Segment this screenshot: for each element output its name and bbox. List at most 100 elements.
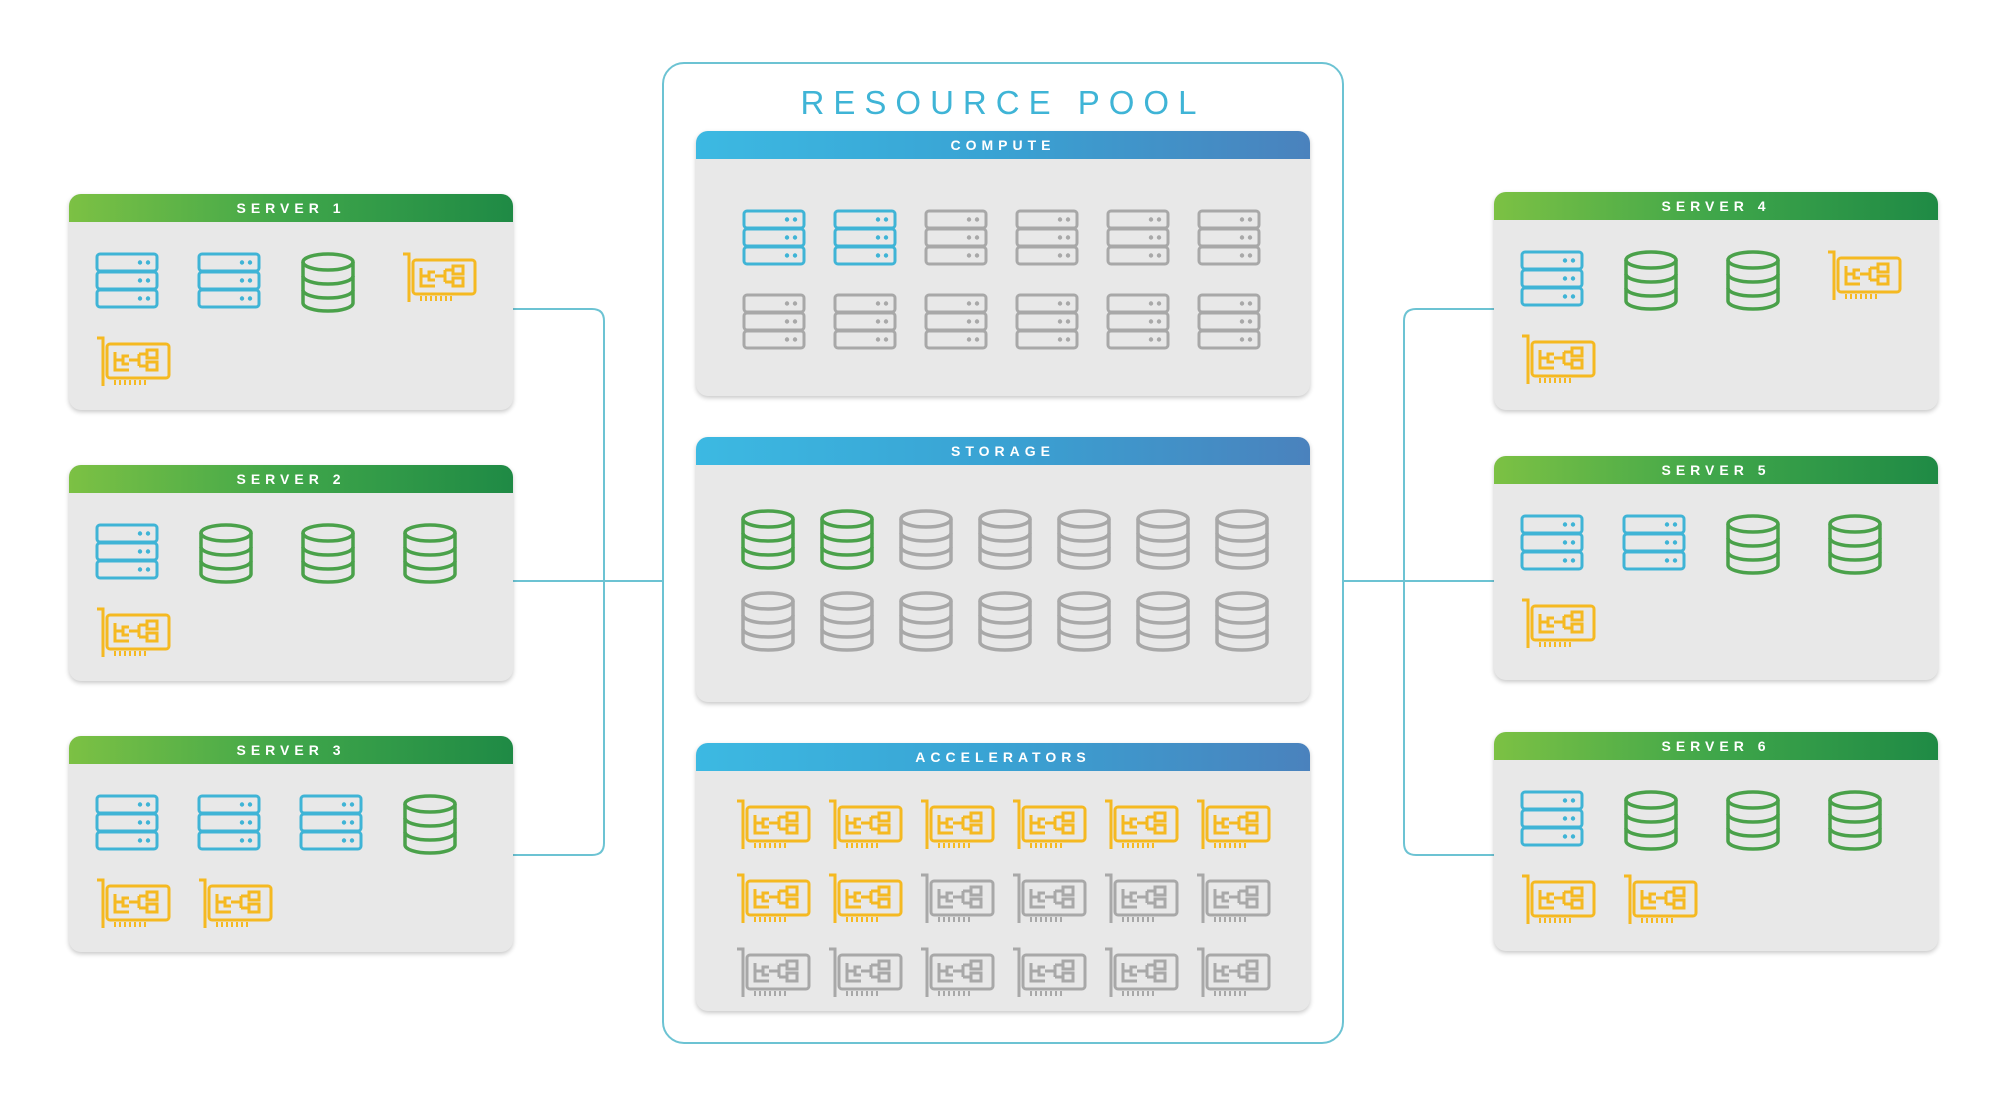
accelerator-card-icon [829, 873, 903, 923]
server-resources [1494, 220, 1938, 410]
server-rack-icon [1622, 514, 1686, 571]
server-resources [69, 493, 513, 681]
server-resources [69, 222, 513, 410]
database-icon [899, 509, 953, 570]
database-icon [820, 509, 874, 570]
compute-panel: COMPUTE [696, 131, 1310, 396]
server-rack-icon [1520, 250, 1584, 307]
server-title: SERVER 2 [69, 465, 513, 493]
server-rack-icon [833, 293, 897, 350]
database-icon [403, 794, 457, 855]
server-rack-icon [197, 252, 261, 309]
database-icon [1215, 509, 1269, 570]
server-title: SERVER 6 [1494, 732, 1938, 760]
accelerator-card-icon [1197, 799, 1271, 849]
accelerator-card-icon [1105, 799, 1179, 849]
server-rack-icon [1520, 790, 1584, 847]
accelerator-card-icon [97, 336, 171, 386]
database-icon [741, 509, 795, 570]
server-panel-5: SERVER 5 [1494, 456, 1938, 680]
server-rack-icon [1106, 209, 1170, 266]
database-icon [1726, 790, 1780, 851]
server-rack-icon [742, 293, 806, 350]
database-icon [820, 591, 874, 652]
server-panel-6: SERVER 6 [1494, 732, 1938, 951]
server-rack-icon [833, 209, 897, 266]
accelerator-card-icon [1105, 947, 1179, 997]
server-title: SERVER 3 [69, 736, 513, 764]
server-rack-icon [95, 252, 159, 309]
accelerator-card-icon [1522, 874, 1596, 924]
database-icon [899, 591, 953, 652]
accelerators-title: ACCELERATORS [696, 743, 1310, 771]
accelerator-card-icon [403, 252, 477, 302]
server-rack-icon [924, 293, 988, 350]
database-icon [1726, 514, 1780, 575]
accelerator-card-icon [97, 878, 171, 928]
accelerator-card-icon [737, 799, 811, 849]
accelerator-card-icon [199, 878, 273, 928]
server-rack-icon [1015, 293, 1079, 350]
accelerators-resources [696, 771, 1310, 1011]
accelerator-card-icon [97, 607, 171, 657]
accelerator-card-icon [1013, 873, 1087, 923]
resource-pool-title: RESOURCE POOL [800, 84, 1206, 121]
database-icon [1624, 790, 1678, 851]
database-icon [1215, 591, 1269, 652]
accelerator-card-icon [1105, 873, 1179, 923]
compute-title: COMPUTE [696, 131, 1310, 159]
database-icon [1057, 591, 1111, 652]
database-icon [301, 523, 355, 584]
accelerator-card-icon [1197, 947, 1271, 997]
server-resources [1494, 760, 1938, 951]
server-panel-4: SERVER 4 [1494, 192, 1938, 410]
server-panel-3: SERVER 3 [69, 736, 513, 952]
accelerator-card-icon [1197, 873, 1271, 923]
accelerator-card-icon [921, 873, 995, 923]
server-rack-icon [95, 794, 159, 851]
server-title: SERVER 5 [1494, 456, 1938, 484]
database-icon [403, 523, 457, 584]
server-rack-icon [1197, 209, 1261, 266]
database-icon [1828, 790, 1882, 851]
server-rack-icon [1197, 293, 1261, 350]
server-panel-1: SERVER 1 [69, 194, 513, 410]
storage-title: STORAGE [696, 437, 1310, 465]
accelerator-card-icon [829, 947, 903, 997]
database-icon [1136, 591, 1190, 652]
server-resources [69, 764, 513, 952]
accelerator-card-icon [1522, 334, 1596, 384]
server-panel-2: SERVER 2 [69, 465, 513, 681]
accelerator-card-icon [1828, 250, 1902, 300]
server-resources [1494, 484, 1938, 680]
accelerator-card-icon [1013, 947, 1087, 997]
accelerator-card-icon [1624, 874, 1698, 924]
database-icon [1057, 509, 1111, 570]
server-rack-icon [1520, 514, 1584, 571]
accelerator-card-icon [1013, 799, 1087, 849]
database-icon [301, 252, 355, 313]
accelerator-card-icon [1522, 598, 1596, 648]
storage-resources [696, 465, 1310, 702]
server-rack-icon [1106, 293, 1170, 350]
database-icon [1726, 250, 1780, 311]
accelerator-card-icon [737, 873, 811, 923]
server-rack-icon [197, 794, 261, 851]
accelerators-panel: ACCELERATORS [696, 743, 1310, 1011]
server-rack-icon [1015, 209, 1079, 266]
server-rack-icon [924, 209, 988, 266]
database-icon [1624, 250, 1678, 311]
server-rack-icon [299, 794, 363, 851]
database-icon [741, 591, 795, 652]
server-title: SERVER 1 [69, 194, 513, 222]
database-icon [199, 523, 253, 584]
storage-panel: STORAGE [696, 437, 1310, 702]
accelerator-card-icon [829, 799, 903, 849]
accelerator-card-icon [921, 799, 995, 849]
accelerator-card-icon [737, 947, 811, 997]
server-title: SERVER 4 [1494, 192, 1938, 220]
database-icon [1136, 509, 1190, 570]
database-icon [978, 591, 1032, 652]
server-rack-icon [742, 209, 806, 266]
database-icon [1828, 514, 1882, 575]
